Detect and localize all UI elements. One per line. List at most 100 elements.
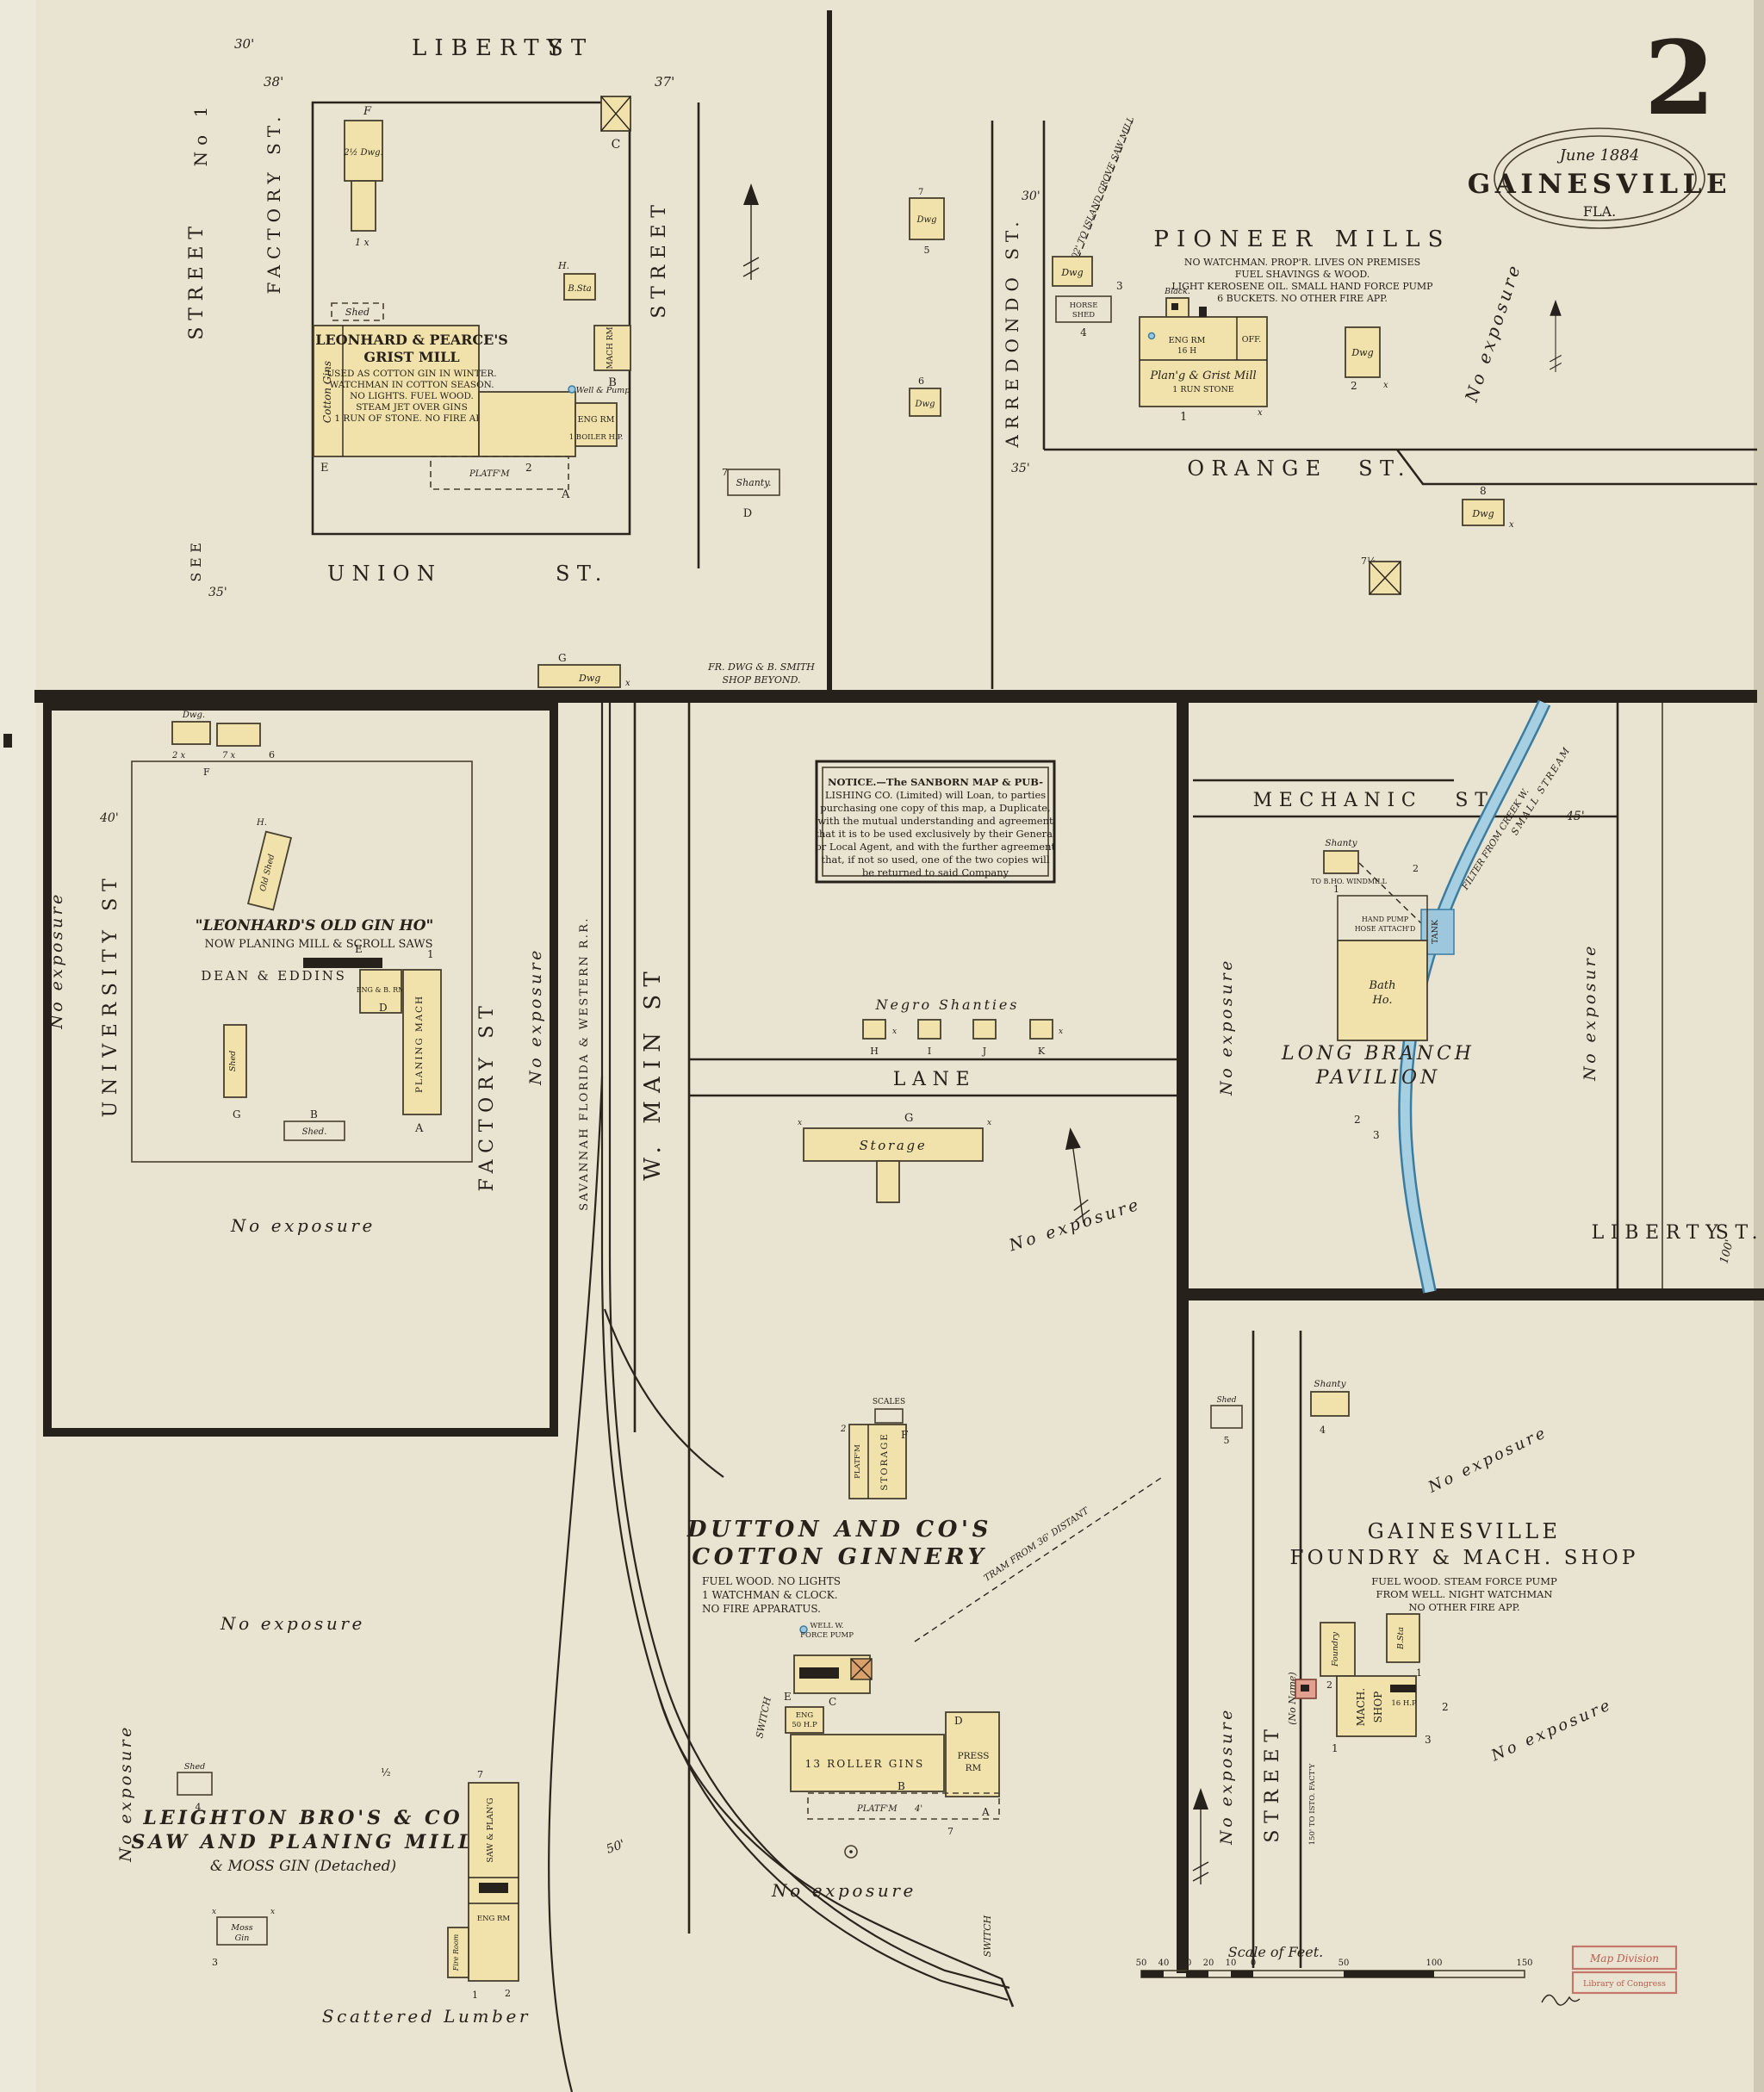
dwelling-label: Dwg bbox=[578, 673, 600, 684]
story-mark: x bbox=[1258, 408, 1263, 418]
office-label: OFF. bbox=[1242, 335, 1262, 345]
building bbox=[1345, 326, 1381, 378]
leighton-title2: SAW AND PLANING MILL bbox=[132, 1831, 475, 1853]
bath-house-building bbox=[1337, 940, 1428, 1041]
building bbox=[593, 325, 631, 371]
logo-oval-outer bbox=[1494, 127, 1705, 229]
leonhard-note4: STEAM JET OVER GINS bbox=[356, 402, 468, 413]
mill-label1: Plan'g & Grist Mill bbox=[1149, 369, 1256, 382]
section-borders bbox=[34, 10, 1764, 1973]
building-mark-k: K bbox=[1038, 1046, 1046, 1057]
leonhard-note5: 1 RUN OF STONE. NO FIRE APP. bbox=[334, 413, 488, 424]
forge-symbol bbox=[1301, 1685, 1309, 1692]
shed-outline bbox=[331, 302, 384, 321]
hp-label: 16 H bbox=[1177, 347, 1196, 356]
horse-shed-label2: SHED bbox=[1072, 311, 1095, 320]
eng-rm-label: ENG RM bbox=[477, 1915, 511, 1923]
storage-label: STORAGE bbox=[879, 1432, 890, 1491]
building-mark-g: G bbox=[904, 1112, 913, 1125]
building-mark-e: E bbox=[355, 943, 363, 955]
engine-room-building bbox=[785, 1706, 824, 1734]
shed-outline bbox=[1210, 1405, 1243, 1429]
street-label-liberty-nw: LIBERTY bbox=[412, 35, 569, 61]
building-mark-e: E bbox=[784, 1691, 792, 1703]
measure-35: 35' bbox=[1011, 462, 1030, 475]
building-mark-8: 8 bbox=[1480, 485, 1487, 497]
story-mark: x bbox=[212, 1908, 216, 1916]
building-mark-h: H bbox=[870, 1046, 879, 1057]
distance-note: 150' TO ISTO. FACT'Y bbox=[1308, 1763, 1317, 1845]
shed-label: Shed bbox=[184, 1762, 205, 1772]
street-label-factory-mid: FACTORY ST bbox=[476, 1000, 498, 1192]
foundry-title1: GAINESVILLE bbox=[1368, 1519, 1562, 1543]
engine-room-building bbox=[359, 969, 402, 1014]
street-label-university: UNIVERSITY ST bbox=[100, 872, 121, 1118]
roller-gins-building bbox=[790, 1734, 945, 1792]
mach-shop-label1: MACH. bbox=[1355, 1688, 1367, 1726]
building-mark-2: 2 bbox=[1326, 1679, 1332, 1691]
leonhard-title2: GRIST MILL bbox=[363, 349, 459, 365]
building-mark-2: 2 bbox=[505, 1988, 511, 1999]
street-lines bbox=[991, 121, 1757, 689]
measure-35: 35' bbox=[208, 586, 227, 599]
see-label: SEE bbox=[188, 537, 204, 581]
building-mark-3: 3 bbox=[1116, 280, 1123, 292]
shed-outline bbox=[177, 1772, 213, 1796]
switch-label: SWITCH bbox=[982, 1915, 993, 1957]
moss-gin-label2: Gin bbox=[235, 1934, 250, 1943]
building bbox=[216, 723, 261, 747]
stable-label: B.Sta bbox=[1396, 1627, 1406, 1650]
foundry-note3: NO OTHER FIRE APP. bbox=[1408, 1601, 1519, 1613]
building-mark-7: 7 bbox=[947, 1826, 953, 1837]
building bbox=[537, 664, 621, 688]
street-lines bbox=[1252, 1331, 1302, 1968]
building-mark-5: 5 bbox=[1224, 1435, 1230, 1446]
building bbox=[876, 1160, 900, 1203]
mill-label2: 1 RUN STONE bbox=[1172, 385, 1234, 394]
section-bottom-left: No exposure No exposure Shed 4 ½ LEIGHTO… bbox=[116, 1613, 528, 2027]
press-room-label2: RM bbox=[966, 1763, 982, 1773]
street-label-factory-nw: FACTORY ST. bbox=[264, 110, 284, 294]
street-label-union: UNION bbox=[327, 562, 442, 586]
scale-tick: 150 bbox=[1516, 1959, 1532, 1968]
story-mark: 1 x bbox=[355, 237, 370, 248]
oldgin-title: "LEONHARD'S OLD GIN HO" bbox=[196, 917, 434, 934]
building bbox=[1462, 499, 1505, 526]
shed-outline bbox=[283, 1120, 345, 1141]
notice-line: that, if not so used, one of the two cop… bbox=[821, 854, 1049, 866]
foundry-note1: FUEL WOOD. STEAM FORCE PUMP bbox=[1371, 1575, 1557, 1587]
dutton-title2: COTTON GINNERY bbox=[692, 1544, 987, 1570]
story-mark: x bbox=[270, 1908, 275, 1916]
building-mark-1: 1 bbox=[427, 948, 434, 960]
notice-line: NOTICE.—The SANBORN MAP & PUB- bbox=[828, 776, 1043, 788]
shed-label: Shed. bbox=[302, 1127, 327, 1137]
press-room-label1: PRESS bbox=[958, 1751, 990, 1761]
building bbox=[563, 273, 596, 301]
scale-title: Scale of Feet. bbox=[1228, 1944, 1323, 1960]
street-label-noname: STREET bbox=[1262, 1723, 1283, 1842]
planing-mach-label: PLANING MACH bbox=[414, 995, 425, 1093]
horse-shed-label1: HORSE bbox=[1070, 301, 1098, 310]
dwelling-label: Dwg bbox=[1351, 347, 1373, 358]
pipe-line bbox=[1358, 862, 1422, 924]
leonhard-note2: WATCHMAN IN COTTON SEASON. bbox=[329, 380, 494, 390]
no-exposure-label: No exposure bbox=[230, 1215, 376, 1236]
measure-37: 37' bbox=[655, 74, 674, 90]
building-mark-d: D bbox=[379, 1002, 388, 1014]
shanty-outline bbox=[727, 469, 780, 496]
notice-box: NOTICE.—The SANBORN MAP & PUB- LISHING C… bbox=[815, 760, 1056, 884]
measure-30: 30' bbox=[234, 36, 254, 52]
story-mark: x bbox=[1059, 1027, 1063, 1036]
well-symbol bbox=[1147, 332, 1156, 340]
section-top-left: LIBERTY ST 30' 38' 37' No 1 STREET FACTO… bbox=[186, 35, 815, 688]
shed-label: Shed bbox=[345, 307, 370, 318]
well-note2: FORCE PUMP bbox=[800, 1631, 854, 1640]
story-mark: 2 x bbox=[171, 751, 186, 760]
street-label-mechanic-st: ST bbox=[1455, 790, 1494, 811]
scale-tick: 50 bbox=[1136, 1959, 1147, 1968]
pump-note2: HOSE ATTACH'D bbox=[1355, 925, 1416, 933]
building-mark-3: 3 bbox=[212, 1957, 218, 1968]
page-edge-shadow bbox=[1754, 0, 1764, 2092]
leonhard-note1: USED AS COTTON GIN IN WINTER. bbox=[326, 369, 496, 379]
fire-room-label: Fire Room bbox=[452, 1934, 460, 1971]
